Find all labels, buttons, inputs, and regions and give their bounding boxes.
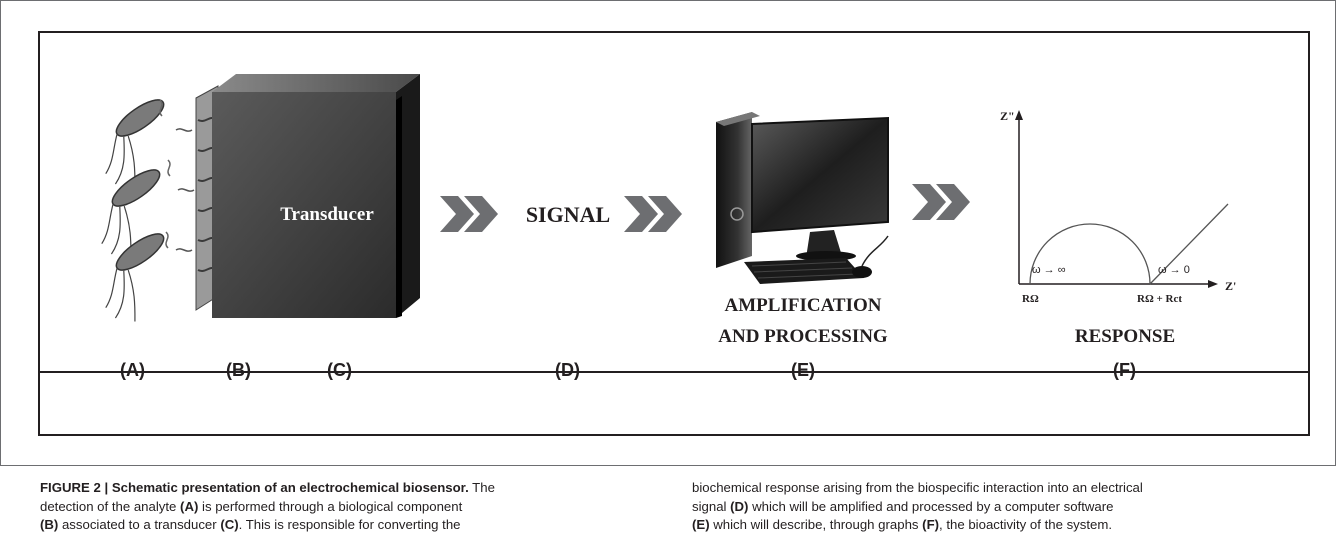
- letter-f: (F): [1113, 360, 1136, 380]
- caption-ref: (A): [180, 498, 199, 514]
- caption-text: biochemical response arising from the bi…: [692, 480, 1143, 495]
- caption-text: is performed through a biological compon…: [198, 498, 463, 514]
- amplification-label-line1: AMPLIFICATION: [725, 295, 882, 316]
- chevron-arrow-1-icon: [440, 196, 498, 232]
- amplification-label-line2: AND PROCESSING: [718, 326, 888, 347]
- caption-ref: (D): [730, 498, 749, 514]
- caption-text: The: [468, 480, 495, 495]
- transducer-cube: [212, 74, 420, 318]
- plot-y-axis-label: Z": [1000, 109, 1015, 123]
- letter-c: (C): [327, 360, 352, 380]
- computer-illustration: [716, 112, 889, 284]
- caption-text: detection of the analyte: [40, 498, 181, 514]
- caption-text: signal: [692, 498, 731, 514]
- caption-left: FIGURE 2 | Schematic presentation of an …: [40, 479, 640, 535]
- diagram-illustration: Transducer SIGNAL AMPLIFICATION AND PROC…: [101, 74, 1236, 347]
- high-frequency-label: ω → ∞: [1032, 264, 1066, 276]
- caption-right: biochemical response arising from the bi…: [692, 479, 1332, 535]
- chevron-arrow-3-icon: [912, 184, 970, 220]
- plot-x-axis-label: Z': [1225, 279, 1236, 293]
- letter-e: (E): [791, 360, 815, 380]
- diagram-box: [38, 31, 1310, 436]
- transducer-label: Transducer: [280, 204, 374, 225]
- letter-b: (B): [226, 360, 251, 380]
- bacteria-illustration: [101, 99, 171, 322]
- low-frequency-label: ω → 0: [1158, 264, 1190, 276]
- figure-frame: [0, 0, 1336, 466]
- figure-title: FIGURE 2 | Schematic presentation of an …: [40, 480, 469, 495]
- nyquist-plot: [1015, 110, 1229, 288]
- response-label: RESPONSE: [1075, 326, 1175, 347]
- caption-text: . This is responsible for converting the: [238, 517, 461, 532]
- chevron-arrow-2-icon: [624, 196, 682, 232]
- caption-text: which will describe, through graphs: [709, 517, 923, 532]
- letter-d: (D): [555, 360, 580, 380]
- r-omega-tick-label: RΩ: [1022, 293, 1039, 305]
- caption-text: associated to a transducer: [58, 517, 221, 532]
- biological-layer-illustration: [175, 85, 219, 311]
- letter-a: (A): [120, 360, 145, 380]
- caption-text: which will be amplified and processed by…: [748, 498, 1114, 514]
- label-divider: [40, 371, 1308, 373]
- caption-ref: (B): [40, 517, 59, 532]
- caption-ref: (E): [692, 517, 710, 532]
- r-omega-plus-rct-tick-label: RΩ + Rct: [1137, 293, 1182, 305]
- caption-ref: (C): [220, 517, 239, 532]
- caption-text: , the bioactivity of the system.: [939, 517, 1112, 532]
- caption-ref: (F): [922, 517, 940, 532]
- signal-label: SIGNAL: [526, 202, 610, 227]
